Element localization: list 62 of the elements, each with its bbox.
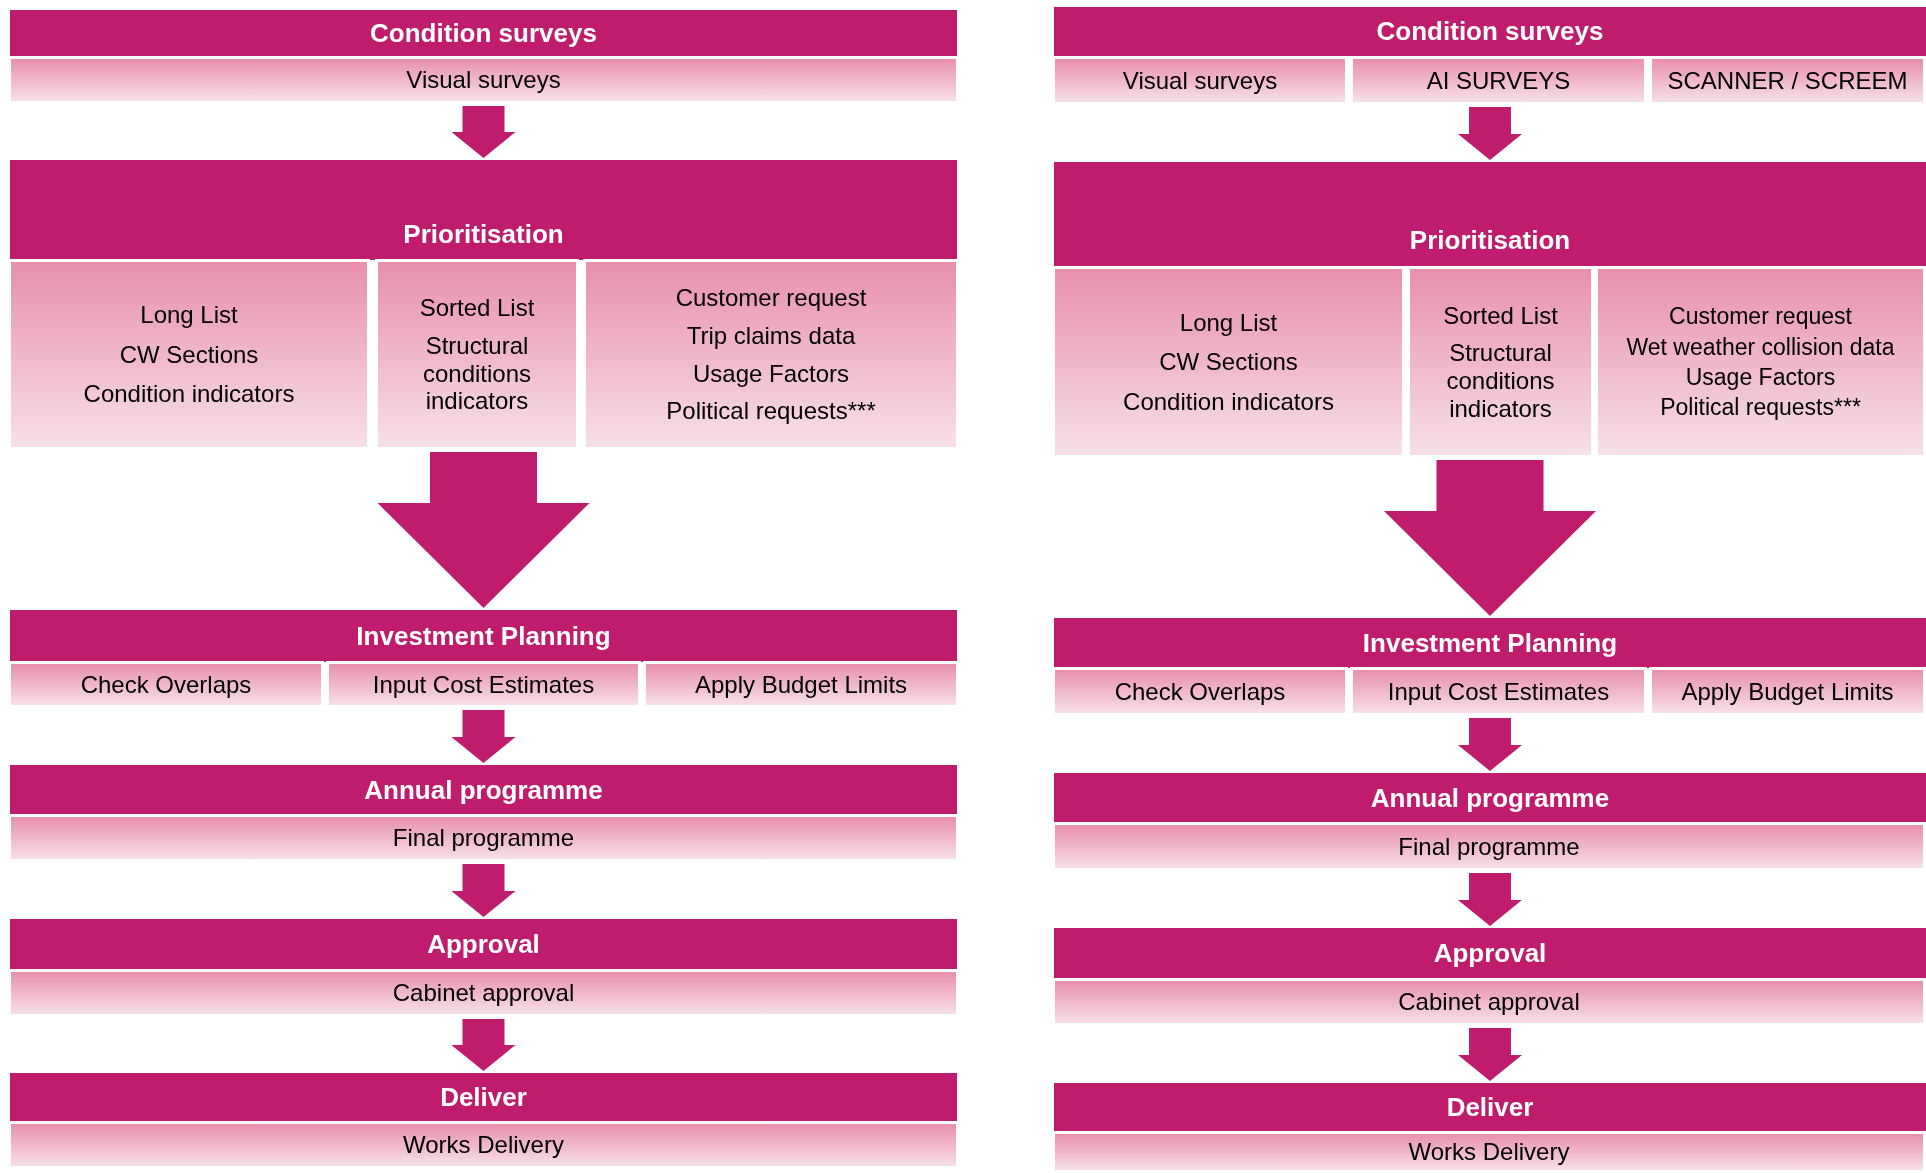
step-text: Customer request (1669, 303, 1852, 330)
stage-header: Prioritisation (1054, 162, 1926, 266)
step-text: Structural conditions indicators (421, 331, 533, 415)
block-arrow (1458, 107, 1522, 160)
step-text: Usage Factors (692, 359, 850, 388)
step-box: Check Overlaps (1052, 667, 1348, 716)
block-arrow (451, 864, 516, 917)
step-box: SCANNER / SCREEM (1649, 56, 1926, 105)
step-box (583, 259, 959, 450)
step-text: Political requests*** (1660, 394, 1861, 421)
stage-header: Condition surveys (1054, 7, 1926, 56)
stage-header: Deliver (1054, 1083, 1926, 1132)
stage-header: Annual programme (1054, 773, 1926, 823)
step-box: AI SURVEYS (1350, 56, 1647, 105)
stage-header: Approval (1054, 928, 1926, 979)
step-box: Cabinet approval (1052, 978, 1926, 1026)
step-box (375, 259, 579, 450)
stage-header: Approval (10, 919, 957, 970)
step-text: Sorted List (419, 294, 535, 322)
step-box: Visual surveys (1052, 56, 1348, 105)
block-arrow (1384, 460, 1596, 616)
step-box: Input Cost Estimates (326, 661, 641, 708)
stage-header: Condition surveys (10, 10, 957, 56)
step-text: CW Sections (119, 340, 259, 369)
stage-header: Investment Planning (1054, 618, 1926, 668)
block-arrow (1458, 718, 1522, 771)
step-text: Condition indicators (1123, 387, 1334, 416)
step-box: Works Delivery (1052, 1131, 1926, 1173)
block-arrow (451, 1019, 516, 1071)
step-text: Political requests*** (666, 397, 876, 425)
step-box (8, 259, 370, 450)
step-box: Cabinet approval (8, 969, 959, 1017)
step-box: Input Cost Estimates (1350, 667, 1647, 716)
block-arrow (451, 710, 516, 763)
block-arrow (377, 452, 590, 608)
step-text: Condition indicators (83, 380, 295, 408)
step-text: Usage Factors (1685, 364, 1836, 391)
step-text: Long List (140, 301, 238, 329)
step-box: Works Delivery (8, 1121, 959, 1169)
step-text: Trip claims data (686, 321, 856, 350)
block-arrow (451, 106, 516, 158)
step-box (1052, 266, 1405, 458)
step-box: Visual surveys (8, 56, 959, 104)
step-box: Final programme (1052, 822, 1926, 871)
step-text: Structural conditions indicators (1445, 339, 1556, 423)
step-text: Long List (1179, 308, 1278, 337)
stage-header: Annual programme (10, 765, 957, 815)
step-text: Sorted List (1443, 301, 1558, 330)
step-text: Customer request (675, 284, 867, 312)
step-box: Apply Budget Limits (643, 661, 959, 708)
block-arrow (1458, 873, 1522, 926)
block-arrow (1458, 1028, 1522, 1081)
step-box: Apply Budget Limits (1649, 667, 1926, 716)
step-box (1407, 266, 1594, 458)
step-box: Check Overlaps (8, 661, 324, 708)
step-text: Wet weather collision data (1626, 333, 1895, 360)
step-box (1595, 266, 1926, 458)
stage-header: Prioritisation (10, 160, 957, 260)
step-text: CW Sections (1159, 348, 1298, 376)
step-box: Final programme (8, 814, 959, 862)
stage-header: Investment Planning (10, 610, 957, 662)
stage-header: Deliver (10, 1073, 957, 1122)
